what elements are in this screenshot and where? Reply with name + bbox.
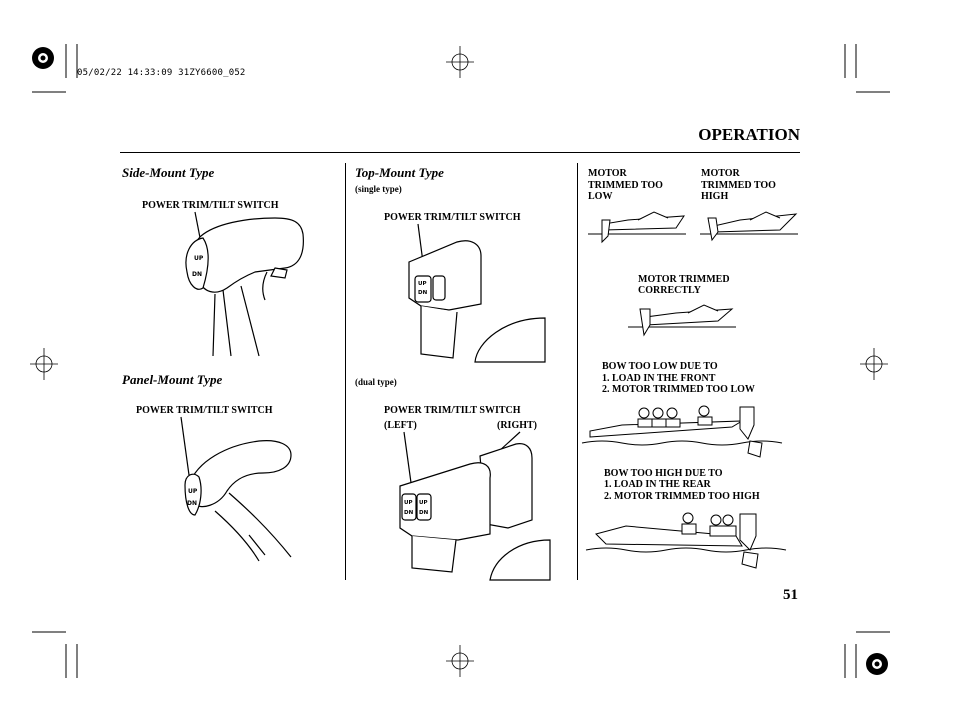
boat-correct-illustration (628, 304, 736, 337)
correct-label-2: CORRECTLY (638, 285, 701, 296)
dual-left-label: (LEFT) (384, 420, 417, 431)
boat-too-low-illustration (588, 211, 686, 244)
too-high-label-1: MOTOR (701, 168, 740, 179)
top-mount-single-illustration: UP DN (408, 223, 546, 363)
too-high-label-2: TRIMMED TOO (701, 180, 776, 191)
top-mount-callout: POWER TRIM/TILT SWITCH (384, 212, 521, 223)
dual-left-dn-label: DN (404, 510, 414, 516)
panel-mount-heading: Panel-Mount Type (122, 372, 223, 387)
bow-high-label-3: 2. MOTOR TRIMMED TOO HIGH (604, 491, 760, 502)
page-number: 51 (783, 587, 798, 603)
dual-callout: POWER TRIM/TILT SWITCH (384, 405, 521, 416)
top-mount-dual-illustration: UP DN UP DN (399, 431, 551, 581)
top-mount-heading: Top-Mount Type (355, 165, 444, 180)
boat-bow-low-illustration (581, 405, 783, 458)
side-mount-heading: Side-Mount Type (122, 165, 215, 180)
section-title: OPERATION (698, 125, 800, 144)
top-up-label: UP (418, 281, 427, 287)
panel-mount-illustration: UP DN (180, 416, 292, 562)
bow-low-label-1: BOW TOO LOW DUE TO (602, 361, 718, 372)
too-high-label-3: HIGH (701, 191, 729, 202)
header-rule (120, 152, 800, 153)
dual-left-up-label: UP (404, 500, 413, 506)
side-up-label: UP (194, 255, 204, 262)
top-dn-label: DN (418, 290, 428, 296)
bow-high-label-1: BOW TOO HIGH DUE TO (604, 468, 723, 479)
side-dn-label: DN (192, 271, 202, 278)
too-low-label-1: MOTOR (588, 168, 627, 179)
dual-right-up-label: UP (419, 500, 428, 506)
print-stamp: 05/02/22 14:33:09 31ZY6600_052 (77, 68, 246, 78)
dual-right-label: (RIGHT) (497, 420, 537, 431)
panel-dn-label: DN (187, 500, 197, 507)
bow-low-label-2: 1. LOAD IN THE FRONT (602, 373, 716, 384)
column-divider-1 (345, 163, 346, 580)
boat-bow-high-illustration (585, 512, 787, 569)
side-mount-illustration: UP DN (185, 211, 304, 357)
too-low-label-2: TRIMMED TOO (588, 180, 663, 191)
side-mount-callout: POWER TRIM/TILT SWITCH (142, 200, 279, 211)
dual-type-note: (dual type) (355, 377, 397, 387)
dual-right-dn-label: DN (419, 510, 429, 516)
column-divider-2 (577, 163, 578, 580)
correct-label-1: MOTOR TRIMMED (638, 274, 730, 285)
boat-too-high-illustration (700, 211, 798, 242)
single-type-note: (single type) (355, 184, 402, 194)
bow-low-label-3: 2. MOTOR TRIMMED TOO LOW (602, 384, 755, 395)
bow-high-label-2: 1. LOAD IN THE REAR (604, 479, 711, 490)
panel-up-label: UP (188, 488, 198, 495)
too-low-label-3: LOW (588, 191, 613, 202)
panel-mount-callout: POWER TRIM/TILT SWITCH (136, 405, 273, 416)
